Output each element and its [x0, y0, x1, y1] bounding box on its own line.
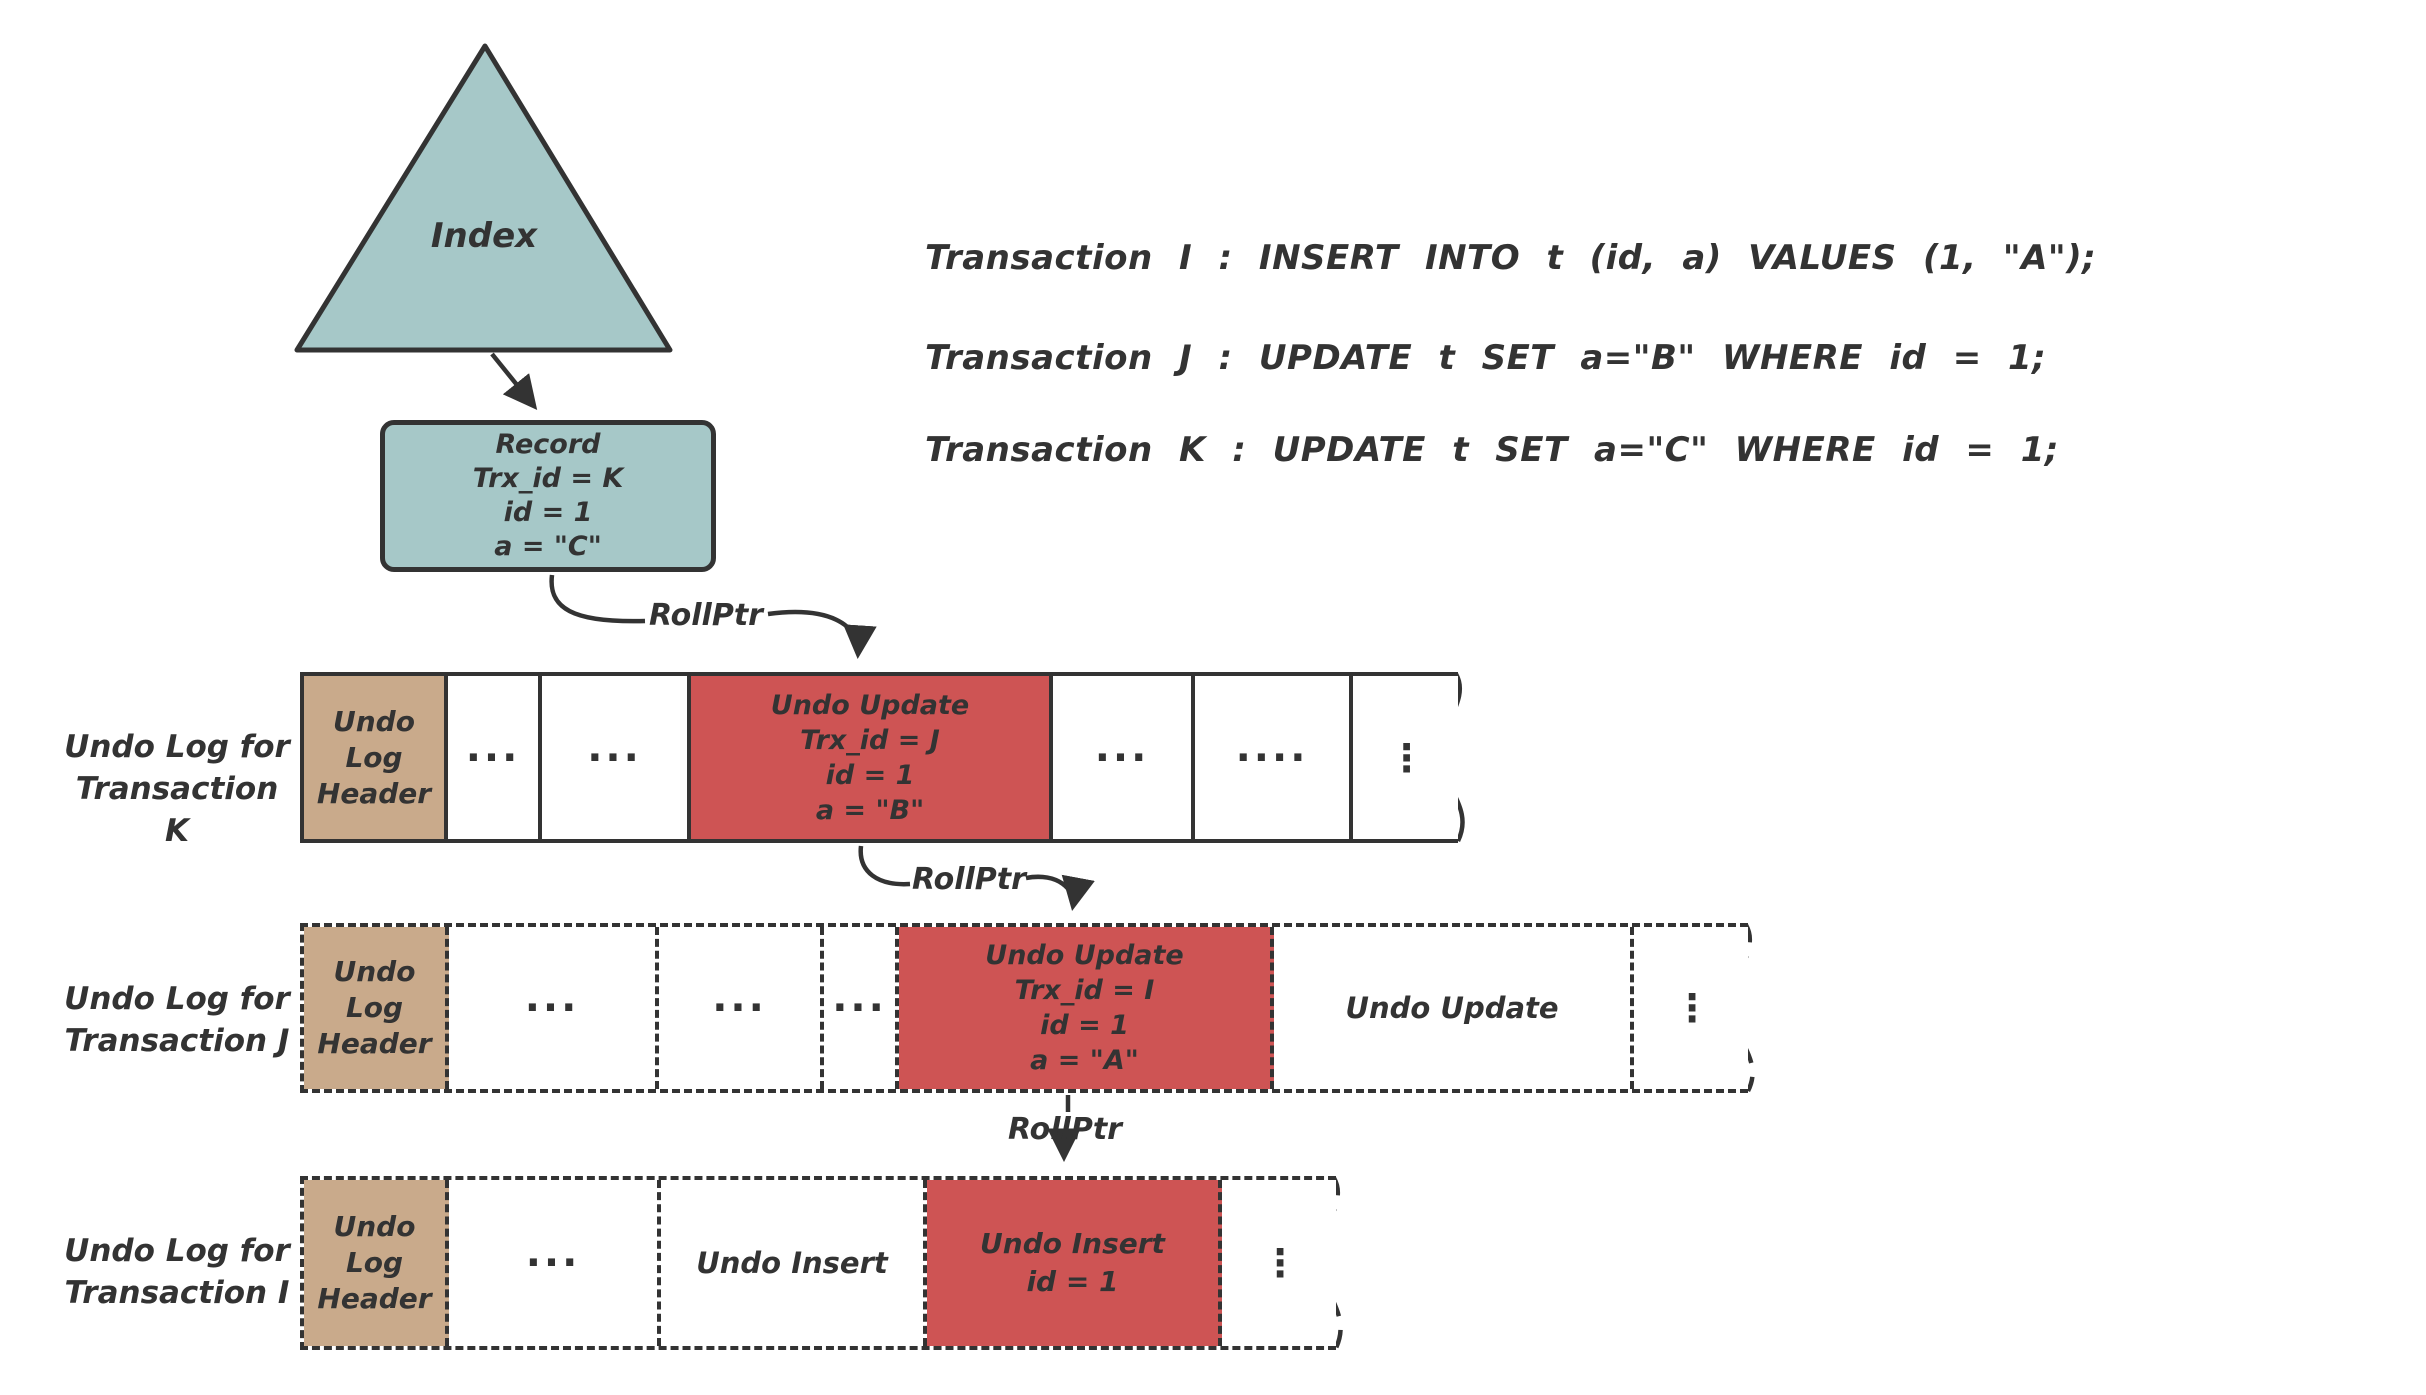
undo-insert-record: Undo Insert id = 1 — [927, 1180, 1222, 1346]
torn-cell: ⋮ — [1222, 1180, 1340, 1346]
transaction-statement-k: Transaction K : UPDATE t SET a="C" WHERE… — [925, 430, 2060, 470]
strip-label-transaction-i: Undo Log for Transaction I — [62, 1230, 292, 1314]
strip-label-line: Undo Log for — [64, 1233, 290, 1269]
dots: ... — [525, 1230, 581, 1276]
header-line: Undo Log — [333, 955, 416, 1024]
vertical-dots: ⋮ — [1673, 986, 1713, 1030]
undo-record-line: id = 1 — [825, 759, 915, 791]
index-triangle — [294, 43, 673, 353]
undo-update-record-j: Undo Update Trx_id = J id = 1 a = "B" — [691, 676, 1053, 839]
undo-log-strip-k: Undo Log Header ... ... Undo Update Trx_… — [300, 672, 1458, 843]
torn-cell: ⋮ — [1634, 927, 1752, 1089]
dots: ... — [832, 975, 887, 1021]
undo-record-line: Trx_id = I — [1014, 975, 1155, 1006]
dots: .... — [1235, 724, 1309, 771]
filler-cell: ... — [824, 927, 899, 1089]
dots: ... — [1094, 724, 1150, 771]
undo-log-header-cell: Undo Log Header — [304, 676, 448, 839]
strip-label-line: Undo Log for — [64, 981, 290, 1017]
rollptr-label-2: RollPtr — [912, 862, 1026, 897]
dots: ... — [587, 724, 642, 771]
index-to-record-arrow — [490, 352, 538, 410]
undo-insert-cell: Undo Insert — [661, 1180, 927, 1346]
strip-label-transaction-k: Undo Log for Transaction K — [62, 726, 292, 852]
dots: ... — [712, 975, 767, 1021]
undo-log-strip-i: Undo Log Header ... Undo Insert Undo Ins… — [300, 1176, 1336, 1350]
record-line: Trx_id = K — [472, 463, 624, 494]
undo-record-line: a = "B" — [815, 794, 925, 826]
rollptr2-arrow — [1025, 874, 1095, 911]
transaction-statement-i: Transaction I : INSERT INTO t (id, a) VA… — [925, 238, 2097, 278]
undo-update-record-i: Undo Update Trx_id = I id = 1 a = "A" — [899, 927, 1274, 1089]
cell-label: Undo Insert — [696, 1246, 888, 1280]
undo-update-cell: Undo Update — [1274, 927, 1634, 1089]
filler-cell: ... — [1053, 676, 1195, 839]
filler-cell: ... — [542, 676, 691, 839]
undo-log-header-cell: Undo Log Header — [304, 927, 449, 1089]
dots: ... — [524, 975, 580, 1021]
cell-label: Undo Update — [1345, 991, 1559, 1025]
vertical-dots: ⋮ — [1387, 735, 1428, 780]
record-line: Record — [495, 429, 601, 460]
undo-record-line: id = 1 — [1040, 1010, 1129, 1041]
header-line: Header — [317, 1027, 432, 1060]
undo-record-line: Undo Update — [985, 940, 1184, 971]
dots: ... — [465, 724, 521, 771]
record-box: Record Trx_id = K id = 1 a = "C" — [380, 420, 716, 572]
filler-cell: ... — [449, 927, 659, 1089]
rollptr-label-3: RollPtr — [1008, 1112, 1122, 1147]
record-rollptr-curve — [549, 574, 646, 624]
red1-rollptr-curve — [858, 845, 911, 887]
rollptr1-arrow — [767, 609, 877, 660]
filler-cell: ... — [448, 676, 542, 839]
undo-log-strip-j: Undo Log Header ... ... ... Undo Update … — [300, 923, 1748, 1093]
header-line: Header — [316, 776, 432, 810]
strip-label-line: Undo Log for — [64, 729, 290, 765]
undo-record-line: id = 1 — [1026, 1265, 1119, 1298]
record-line: a = "C" — [494, 531, 602, 562]
undo-record-line: Undo Insert — [980, 1227, 1165, 1260]
vertical-dots: ⋮ — [1261, 1241, 1301, 1285]
filler-cell: .... — [1195, 676, 1353, 839]
undo-record-line: Trx_id = J — [800, 724, 940, 756]
filler-cell: ... — [659, 927, 824, 1089]
index-label: Index — [430, 216, 538, 256]
transaction-statement-j: Transaction J : UPDATE t SET a="B" WHERE… — [925, 338, 2047, 378]
filler-cell: ... — [449, 1180, 661, 1346]
header-line: Header — [317, 1282, 432, 1315]
strip-label-line: Transaction K — [75, 771, 279, 849]
undo-log-header-cell: Undo Log Header — [304, 1180, 449, 1346]
strip-label-line: Transaction J — [64, 1023, 290, 1059]
record-line: id = 1 — [503, 497, 593, 528]
undo-record-line: Undo Update — [770, 689, 970, 721]
torn-cell: ⋮ — [1353, 676, 1462, 839]
strip-label-line: Transaction I — [64, 1275, 290, 1311]
header-line: Undo Log — [333, 704, 415, 774]
strip-label-transaction-j: Undo Log for Transaction J — [62, 978, 292, 1062]
rollptr-label-1: RollPtr — [649, 598, 763, 633]
undo-record-line: a = "A" — [1030, 1045, 1139, 1076]
header-line: Undo Log — [333, 1210, 416, 1279]
